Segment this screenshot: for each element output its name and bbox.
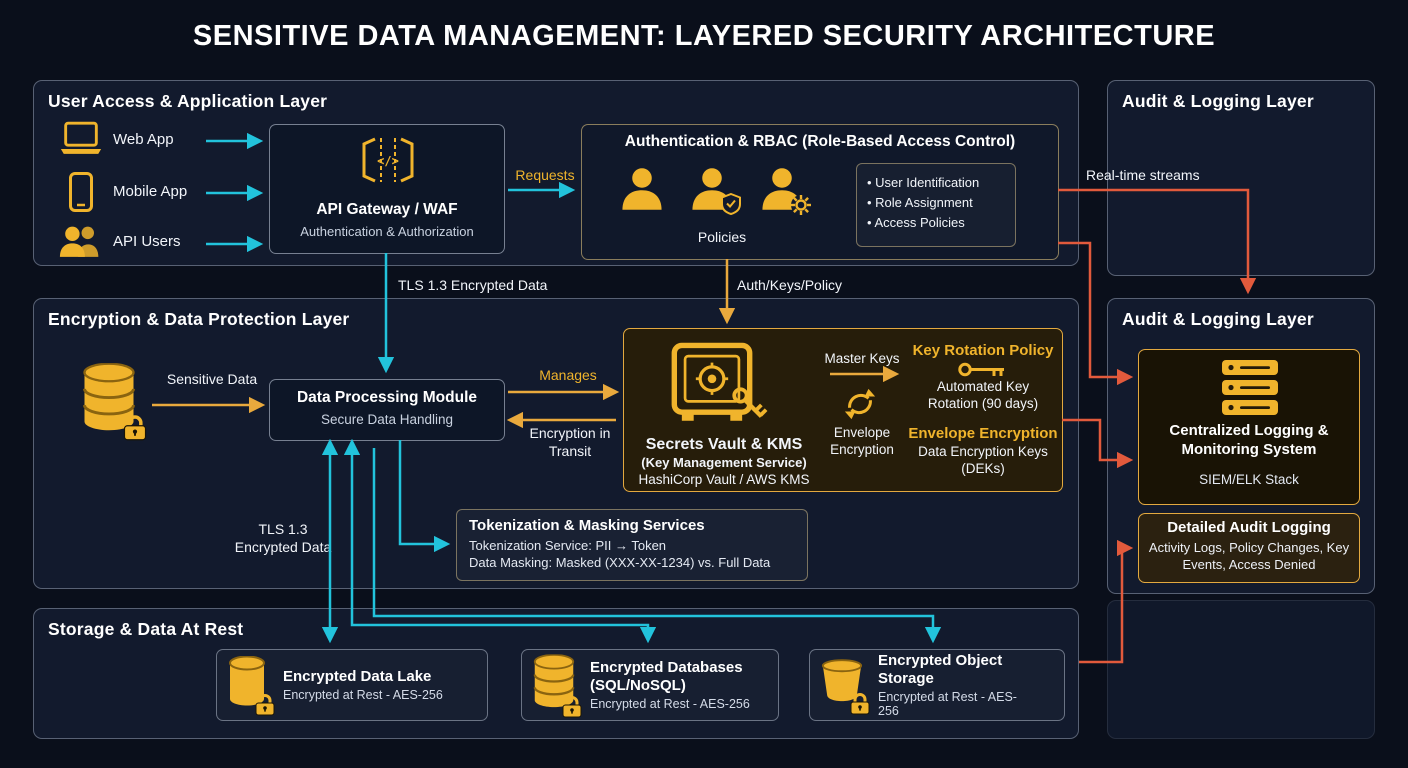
storage-layer-title: Storage & Data At Rest bbox=[48, 619, 244, 639]
rbac-bullet: • User Identification bbox=[867, 175, 980, 190]
bucket-icon bbox=[820, 659, 868, 711]
central-logging-title: Centralized Logging & Monitoring System bbox=[1169, 422, 1329, 458]
master-keys-label: Master Keys bbox=[824, 351, 900, 366]
envelope-encryption-title: Envelope Encryption bbox=[908, 425, 1058, 442]
tokenization-line1: Tokenization Service: PII → Token bbox=[469, 538, 667, 553]
detailed-audit-desc: Activity Logs, Policy Changes, Key Event… bbox=[1148, 540, 1350, 572]
detailed-audit-title: Detailed Audit Logging bbox=[1167, 519, 1331, 536]
encrypted-databases-node: Encrypted Databases (SQL/NoSQL) Encrypte… bbox=[521, 649, 779, 721]
databases-subtitle: Encrypted at Rest - AES-256 bbox=[590, 696, 750, 711]
api-gateway-node: API Gateway / WAF Authentication & Autho… bbox=[269, 124, 505, 254]
gateway-icon bbox=[359, 135, 417, 185]
gear-badge-icon bbox=[790, 194, 812, 216]
data-lake-subtitle: Encrypted at Rest - AES-256 bbox=[283, 688, 443, 703]
vault-title: Secrets Vault & KMS bbox=[645, 436, 803, 453]
auth-keys-policy-label: Auth/Keys/Policy bbox=[737, 277, 843, 293]
rbac-bullet: • Role Assignment bbox=[867, 195, 973, 211]
lock-icon bbox=[848, 692, 872, 715]
database-lock-icon bbox=[81, 363, 145, 443]
shield-badge-icon bbox=[721, 193, 741, 215]
tls-left-label: TLS 1.3 Encrypted Data bbox=[234, 521, 332, 555]
encrypted-data-lake-node: Encrypted Data Lake Encrypted at Rest - … bbox=[216, 649, 488, 721]
realtime-streams-label: Real-time streams bbox=[1086, 167, 1200, 183]
sensitive-data-label: Sensitive Data bbox=[166, 371, 258, 387]
mobile-icon bbox=[68, 171, 94, 213]
encryption-transit-label: Encryption in Transit bbox=[529, 425, 611, 459]
rbac-bullet: • Access Policies bbox=[867, 215, 965, 231]
rbac-bullet-list: • User Identification • Role Assignment … bbox=[856, 163, 1016, 247]
cycle-icon bbox=[842, 387, 880, 423]
secrets-vault-kms-node: Secrets Vault & KMS (Key Management Serv… bbox=[623, 328, 1063, 492]
object-storage-subtitle: Encrypted at Rest - AES-256 bbox=[878, 689, 1017, 718]
key-rotation-icon bbox=[958, 362, 1006, 377]
keys-icon bbox=[730, 385, 768, 423]
detailed-audit-node: Detailed Audit Logging Activity Logs, Po… bbox=[1138, 513, 1360, 583]
requests-label: Requests bbox=[515, 167, 575, 183]
laptop-icon bbox=[58, 121, 104, 157]
central-logging-node: Centralized Logging & Monitoring System … bbox=[1138, 349, 1360, 505]
data-processing-module-node: Data Processing Module Secure Data Handl… bbox=[269, 379, 505, 441]
databases-icon bbox=[532, 654, 580, 716]
audit-top-title: Audit & Logging Layer bbox=[1122, 91, 1314, 111]
envelope-encryption-label: Envelope Encryption bbox=[830, 425, 894, 457]
policies-label: Policies bbox=[697, 229, 747, 245]
tls-top-label: TLS 1.3 Encrypted Data bbox=[398, 277, 548, 293]
lock-icon bbox=[560, 695, 584, 718]
user-shield-icon bbox=[690, 167, 734, 213]
tokenization-line2: Data Masking: Masked (XXX-XX-1234) vs. F… bbox=[469, 555, 771, 570]
vault-subtitle: (Key Management Service) bbox=[641, 455, 807, 470]
rbac-title: Authentication & RBAC (Role-Based Access… bbox=[624, 133, 1016, 150]
users-icon bbox=[58, 225, 106, 259]
encryption-layer-title: Encryption & Data Protection Layer bbox=[48, 309, 350, 329]
lock-icon bbox=[121, 414, 149, 441]
key-rotation-desc: Automated Key Rotation (90 days) bbox=[927, 379, 1039, 411]
storage-layer-panel: Storage & Data At Rest Encrypted Data La… bbox=[33, 608, 1079, 739]
encrypted-object-storage-node: Encrypted Object Storage Encrypted at Re… bbox=[809, 649, 1065, 721]
dpm-title: Data Processing Module bbox=[296, 389, 477, 406]
object-storage-title: Encrypted Object Storage bbox=[878, 652, 1003, 687]
gateway-title: API Gateway / WAF bbox=[316, 201, 458, 218]
web-app-label: Web App bbox=[113, 131, 174, 148]
user-icon bbox=[620, 167, 664, 213]
server-stack-icon bbox=[1218, 360, 1282, 416]
rbac-node: Authentication & RBAC (Role-Based Access… bbox=[581, 124, 1059, 260]
vault-products: HashiCorp Vault / AWS KMS bbox=[638, 472, 810, 487]
bottom-right-panel bbox=[1107, 600, 1375, 739]
data-lake-icon bbox=[227, 656, 273, 714]
key-rotation-title: Key Rotation Policy bbox=[912, 342, 1054, 359]
manages-label: Manages bbox=[539, 367, 597, 383]
user-access-layer-title: User Access & Application Layer bbox=[48, 91, 328, 111]
gateway-subtitle: Authentication & Authorization bbox=[300, 224, 474, 239]
audit-main-title: Audit & Logging Layer bbox=[1122, 309, 1314, 329]
envelope-encryption-desc: Data Encryption Keys (DEKs) bbox=[918, 444, 1048, 476]
audit-logging-main-panel: Audit & Logging Layer Centralized Loggin… bbox=[1107, 298, 1375, 594]
dpm-subtitle: Secure Data Handling bbox=[320, 412, 454, 427]
central-logging-sub: SIEM/ELK Stack bbox=[1199, 472, 1299, 487]
mobile-app-label: Mobile App bbox=[113, 183, 188, 200]
lock-icon bbox=[253, 693, 277, 716]
databases-title: Encrypted Databases (SQL/NoSQL) bbox=[590, 659, 743, 694]
user-access-layer-panel: User Access & Application Layer Web App … bbox=[33, 80, 1079, 266]
page-title: SENSITIVE DATA MANAGEMENT: LAYERED SECUR… bbox=[192, 20, 1216, 52]
api-users-label: API Users bbox=[113, 233, 181, 250]
data-lake-title: Encrypted Data Lake bbox=[283, 667, 432, 685]
tokenization-title: Tokenization & Masking Services bbox=[469, 517, 705, 534]
encryption-layer-panel: Encryption & Data Protection Layer Sensi… bbox=[33, 298, 1079, 589]
tokenization-node: Tokenization & Masking Services Tokeniza… bbox=[456, 509, 808, 581]
user-gear-icon bbox=[760, 167, 804, 213]
